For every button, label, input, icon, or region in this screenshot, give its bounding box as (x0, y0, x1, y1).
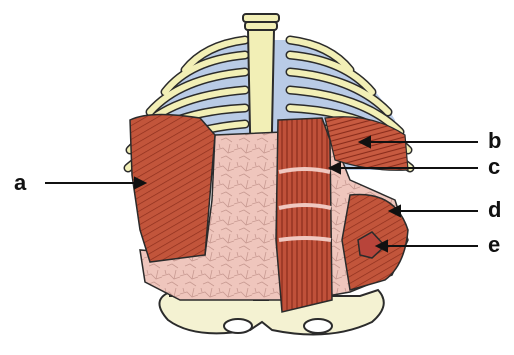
label-a: a (14, 172, 26, 194)
label-b: b (488, 130, 501, 152)
external-oblique-muscle (130, 114, 215, 262)
label-e: e (488, 234, 500, 256)
rectus-abdominis-muscle (276, 118, 332, 312)
label-c: c (488, 156, 500, 178)
label-d: d (488, 199, 501, 221)
